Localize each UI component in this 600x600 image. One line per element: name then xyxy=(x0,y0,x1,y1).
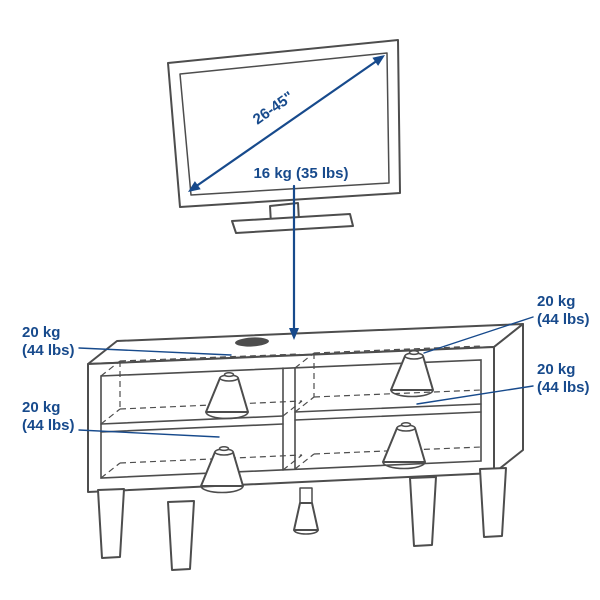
leader-line xyxy=(416,385,534,405)
load-lbs: (44 lbs) xyxy=(537,311,590,328)
leader-line xyxy=(78,429,220,438)
load-kg: 20 kg xyxy=(537,361,575,378)
cone-base-edge xyxy=(382,461,426,470)
hidden-edge xyxy=(100,462,121,479)
hidden-edge xyxy=(282,400,303,417)
load-kg: 20 kg xyxy=(537,293,575,310)
load-kg: 20 kg xyxy=(22,324,60,341)
cone-base-edge xyxy=(200,485,244,494)
cabinet-opening xyxy=(100,359,482,479)
hidden-edge xyxy=(294,396,315,413)
shelf-load-right-bottom: 20 kg (44 lbs) xyxy=(416,361,590,405)
leader-line xyxy=(423,316,534,354)
hidden-edge xyxy=(294,453,315,470)
center-foot-base-edge xyxy=(293,529,319,535)
right-shelf-top-edge xyxy=(294,403,482,413)
hidden-edge xyxy=(294,352,315,369)
cabinet-group xyxy=(87,323,524,571)
shelf-load-left-bottom: 20 kg (44 lbs) xyxy=(22,399,220,438)
cone-base-edge xyxy=(205,411,249,420)
cable-outlet-hole xyxy=(235,337,269,347)
cabinet-legs xyxy=(97,467,507,571)
shelf-load-left-top: 20 kg (44 lbs) xyxy=(22,324,232,359)
leg xyxy=(167,500,195,571)
center-foot-connector xyxy=(299,487,313,504)
tv-weight-arrowhead xyxy=(289,328,299,340)
left-shelf-bottom-edge xyxy=(100,423,284,433)
diagonal-arrowhead-bottom xyxy=(188,181,201,192)
cone-knob xyxy=(408,350,420,356)
leg xyxy=(479,467,507,538)
shelf-load-right-top: 20 kg (44 lbs) xyxy=(423,293,590,354)
cone-knob xyxy=(218,446,230,452)
center-foot xyxy=(293,487,319,535)
load-cone-top-left xyxy=(205,372,249,420)
load-lbs: (44 lbs) xyxy=(22,342,75,359)
hidden-edge xyxy=(282,454,303,471)
hidden-edge xyxy=(313,389,482,398)
leader-line xyxy=(78,347,232,356)
hidden-edge xyxy=(313,345,482,354)
left-shelf-top-edge xyxy=(100,415,284,425)
center-foot-body xyxy=(293,502,319,531)
tv-weight-annotation: 16 kg (35 lbs) xyxy=(253,165,349,340)
diagonal-arrow-line xyxy=(193,58,380,189)
load-cone-bottom-left xyxy=(200,446,244,494)
load-cone-bottom-right xyxy=(382,422,426,470)
leg xyxy=(97,488,125,559)
right-shelf-bottom-edge xyxy=(294,411,482,421)
cabinet-side-panel xyxy=(493,323,524,474)
hidden-edge xyxy=(119,454,303,464)
tv-weight-label: 16 kg (35 lbs) xyxy=(253,165,348,182)
cone-knob xyxy=(223,372,235,378)
leg xyxy=(409,476,437,547)
load-kg: 20 kg xyxy=(22,399,60,416)
cone-knob xyxy=(400,422,412,428)
load-lbs: (44 lbs) xyxy=(537,379,590,396)
hidden-edge xyxy=(100,360,121,377)
hidden-edge xyxy=(119,353,301,362)
diagonal-arrowhead-top xyxy=(372,55,385,66)
hidden-edge xyxy=(100,408,121,425)
cone-base-edge xyxy=(390,389,434,398)
load-lbs: (44 lbs) xyxy=(22,417,75,434)
tv-stand-base xyxy=(231,213,354,234)
load-cone-top-right xyxy=(390,350,434,398)
